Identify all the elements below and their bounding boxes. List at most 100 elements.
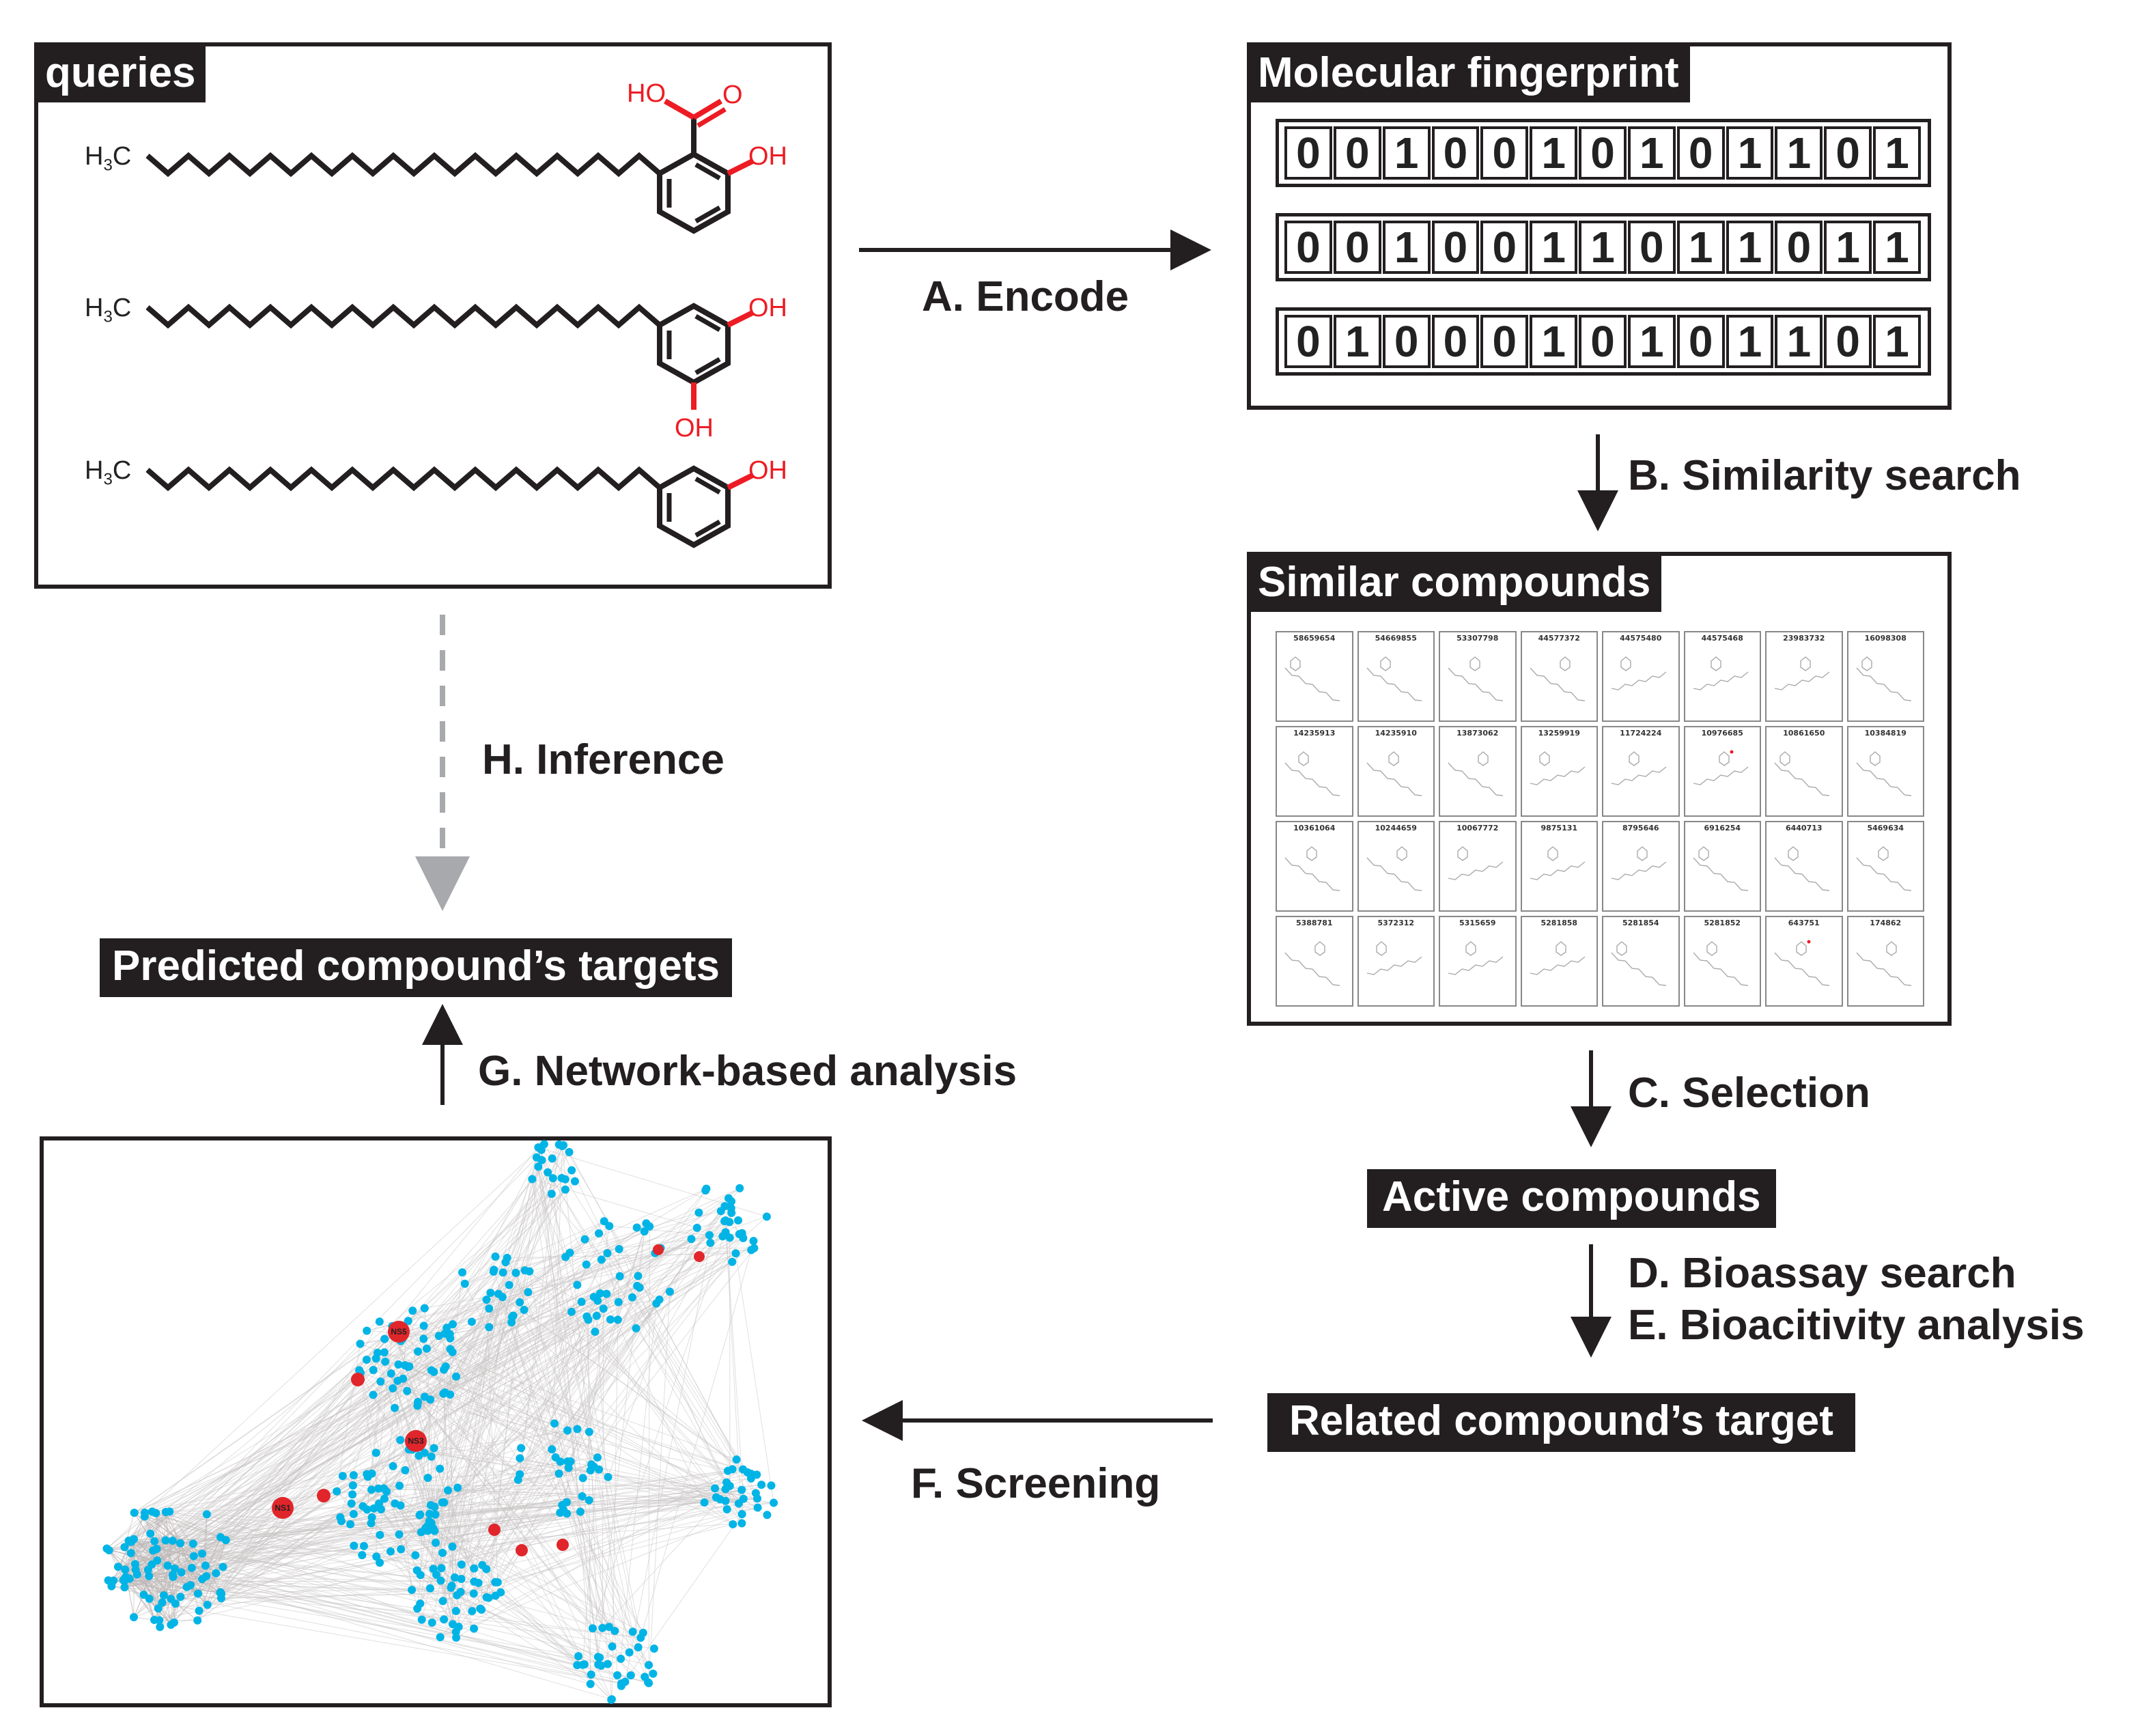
similar-compound-card[interactable]: 53307798 xyxy=(1439,631,1517,722)
network-node[interactable] xyxy=(602,1289,611,1298)
network-node[interactable] xyxy=(193,1589,202,1598)
network-node[interactable] xyxy=(412,1566,421,1575)
network-node[interactable] xyxy=(548,1174,557,1183)
network-node[interactable] xyxy=(554,1469,563,1478)
network-node[interactable] xyxy=(485,1323,494,1332)
network-node[interactable] xyxy=(187,1563,196,1572)
network-node[interactable] xyxy=(548,1154,557,1163)
network-node[interactable] xyxy=(161,1536,170,1545)
network-node[interactable] xyxy=(446,1345,455,1354)
network-node[interactable] xyxy=(718,1232,727,1241)
network-node[interactable] xyxy=(694,1208,703,1217)
network-node[interactable] xyxy=(486,1289,495,1298)
network-node[interactable] xyxy=(628,1293,636,1302)
network-node[interactable] xyxy=(617,1654,625,1663)
network-node[interactable] xyxy=(417,1615,426,1624)
network-node[interactable] xyxy=(362,1355,371,1364)
network-node[interactable] xyxy=(397,1545,406,1554)
network-node[interactable] xyxy=(363,1326,371,1335)
network-node[interactable] xyxy=(727,1209,736,1218)
network-node[interactable] xyxy=(645,1222,654,1231)
network-node[interactable] xyxy=(625,1648,634,1657)
similar-compound-card[interactable]: 9875131 xyxy=(1520,821,1598,912)
network-node[interactable] xyxy=(595,1289,604,1298)
network-node[interactable] xyxy=(482,1296,491,1304)
network-node[interactable] xyxy=(634,1643,643,1652)
network-node[interactable] xyxy=(701,1186,710,1195)
network-node[interactable] xyxy=(573,1425,582,1433)
network-node[interactable] xyxy=(477,1606,486,1614)
network-node[interactable] xyxy=(446,1334,455,1343)
network-node[interactable] xyxy=(617,1681,625,1690)
network-node[interactable] xyxy=(634,1272,643,1280)
similar-compound-card[interactable]: 643751 xyxy=(1765,916,1843,1007)
network-node[interactable] xyxy=(737,1510,746,1519)
network-node[interactable] xyxy=(505,1280,513,1289)
network-node[interactable] xyxy=(762,1212,771,1221)
similar-compound-card[interactable]: 44575468 xyxy=(1683,631,1761,722)
similar-compound-card[interactable]: 174862 xyxy=(1846,916,1924,1007)
network-node[interactable] xyxy=(544,1168,552,1177)
similar-compound-card[interactable]: 10861650 xyxy=(1765,726,1843,817)
network-node[interactable] xyxy=(737,1485,746,1494)
network-node[interactable] xyxy=(604,1623,613,1632)
network-node[interactable] xyxy=(395,1481,404,1490)
network-node[interactable] xyxy=(416,1510,425,1519)
network-node[interactable] xyxy=(403,1386,412,1395)
network-node[interactable] xyxy=(376,1558,384,1567)
similar-compound-card[interactable]: 23983732 xyxy=(1765,631,1843,722)
network-node[interactable] xyxy=(408,1586,417,1595)
network-node[interactable] xyxy=(578,1474,587,1483)
network-node[interactable] xyxy=(574,1652,583,1661)
similar-compound-card[interactable]: 10244659 xyxy=(1357,821,1435,912)
network-node[interactable] xyxy=(414,1451,423,1460)
network-node[interactable] xyxy=(615,1244,623,1253)
network-node[interactable] xyxy=(216,1588,225,1597)
network-node[interactable] xyxy=(587,1670,595,1679)
network-node[interactable] xyxy=(456,1587,465,1596)
network-node[interactable] xyxy=(720,1202,729,1211)
network-node[interactable] xyxy=(585,1427,593,1436)
network-node[interactable] xyxy=(470,1624,479,1633)
network-node[interactable] xyxy=(578,1492,587,1500)
similar-compound-card[interactable]: 44577372 xyxy=(1520,631,1598,722)
network-node[interactable] xyxy=(615,1272,624,1280)
network-node[interactable] xyxy=(390,1403,399,1412)
network-node[interactable] xyxy=(448,1542,457,1551)
network-node[interactable] xyxy=(451,1573,460,1582)
network-node[interactable] xyxy=(411,1551,420,1560)
network-node[interactable] xyxy=(498,1293,507,1302)
network-node[interactable] xyxy=(554,1140,563,1149)
network-node[interactable] xyxy=(125,1574,134,1583)
network-node[interactable] xyxy=(606,1315,615,1324)
network-node[interactable] xyxy=(449,1320,458,1329)
network-node[interactable] xyxy=(401,1466,410,1474)
network-node[interactable] xyxy=(158,1598,167,1607)
network-node[interactable] xyxy=(580,1660,589,1669)
network-node[interactable] xyxy=(395,1530,404,1539)
network-node[interactable] xyxy=(389,1461,397,1470)
network-node[interactable] xyxy=(513,1475,522,1484)
network-node[interactable] xyxy=(376,1377,385,1386)
network-node[interactable] xyxy=(159,1591,168,1600)
target-hub-node[interactable] xyxy=(557,1539,569,1551)
network-node[interactable] xyxy=(375,1317,384,1326)
network-node[interactable] xyxy=(607,1696,616,1704)
network-node[interactable] xyxy=(687,1235,696,1244)
similar-compound-card[interactable]: 10361064 xyxy=(1276,821,1353,912)
network-node[interactable] xyxy=(438,1498,447,1507)
network-node[interactable] xyxy=(441,1362,450,1371)
network-node[interactable] xyxy=(729,1520,737,1528)
network-node[interactable] xyxy=(556,1457,565,1466)
similar-compound-card[interactable]: 10384819 xyxy=(1846,726,1924,817)
network-node[interactable] xyxy=(520,1266,529,1275)
network-node[interactable] xyxy=(604,1472,613,1481)
network-node[interactable] xyxy=(374,1484,383,1493)
network-node[interactable] xyxy=(591,1328,600,1336)
network-node[interactable] xyxy=(145,1571,154,1580)
network-node[interactable] xyxy=(161,1507,170,1516)
network-node[interactable] xyxy=(349,1509,358,1518)
network-node[interactable] xyxy=(170,1564,179,1573)
network-node[interactable] xyxy=(767,1481,776,1490)
network-node[interactable] xyxy=(113,1563,122,1571)
